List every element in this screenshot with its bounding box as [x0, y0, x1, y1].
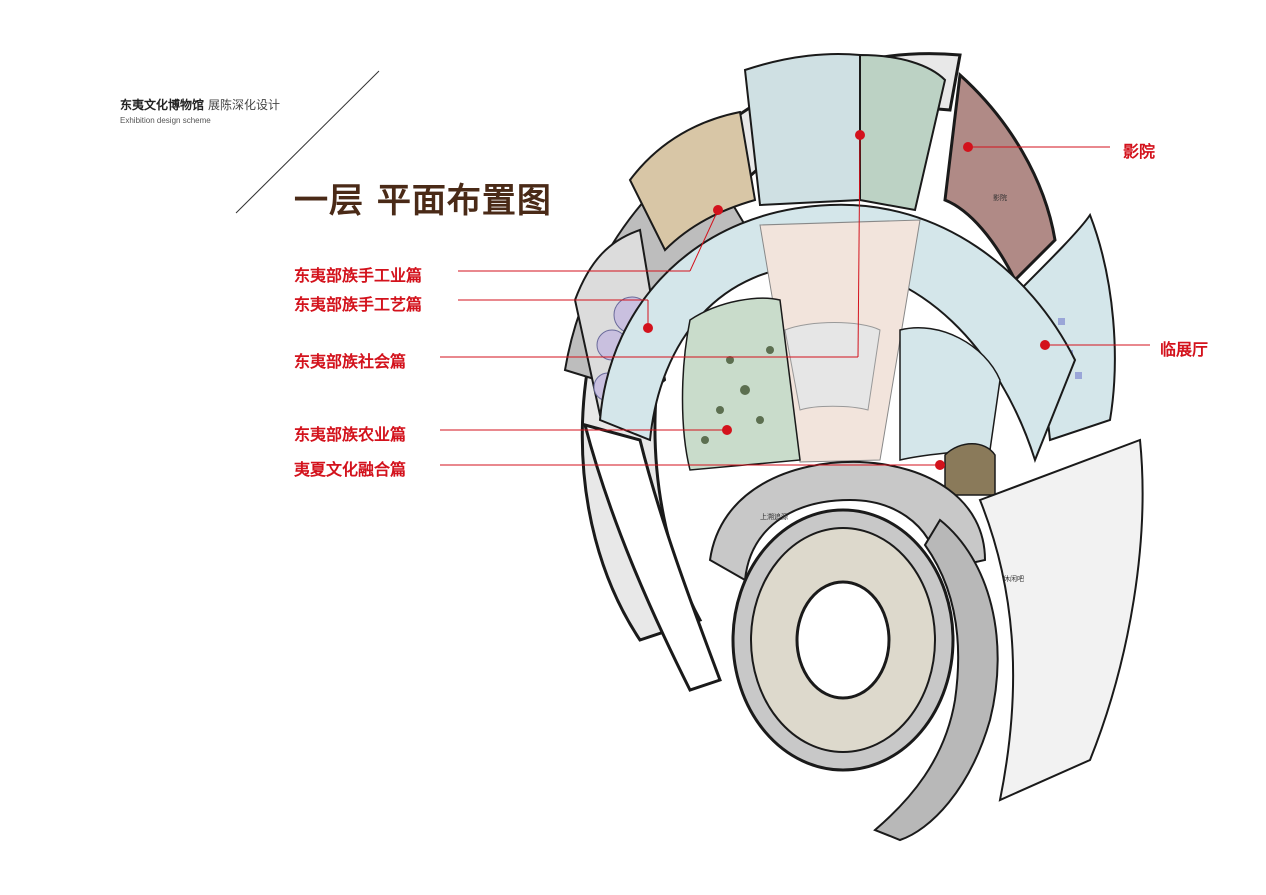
leader-lines [440, 134, 1150, 466]
culture-fusion-room [944, 443, 996, 496]
label-temp-hall: 临展厅 [1160, 340, 1209, 359]
agriculture-garden [681, 297, 801, 471]
label-culture-fusion: 夷夏文化融合篇 [294, 460, 407, 479]
origin-ring [708, 460, 987, 582]
marker-agriculture [722, 425, 732, 435]
cinema-room-label: 影院 [993, 193, 1007, 202]
brand-title-main: 东夷文化博物馆 [120, 98, 205, 112]
marker-culture-fusion [935, 460, 945, 470]
leisure-bar-label: 休闲吧 [1003, 574, 1024, 583]
label-handicraft-art: 东夷部族手工艺篇 [294, 295, 423, 314]
tiered-seating [784, 322, 881, 411]
decorative-diagonal-line [235, 70, 380, 214]
main-corridor-ring [598, 203, 1077, 463]
label-cinema: 影院 [1123, 142, 1156, 161]
garden-trees [701, 346, 774, 444]
brand-title: 东夷文化博物馆展陈深化设计 [120, 96, 280, 113]
label-handicraft-industry: 东夷部族手工业篇 [294, 266, 423, 285]
label-agriculture: 东夷部族农业篇 [294, 425, 407, 444]
marker-society [855, 130, 865, 140]
north-east-room [859, 53, 947, 212]
brand-title-sub: 展陈深化设计 [208, 98, 281, 112]
marker-cinema [963, 142, 973, 152]
cinema-room [943, 71, 1057, 283]
society-room [743, 52, 861, 207]
brand-title-en: Exhibition design scheme [120, 116, 211, 125]
brand-header: 东夷文化博物馆展陈深化设计 Exhibition design scheme [120, 96, 280, 125]
spiral-ramp [873, 518, 999, 842]
label-society: 东夷部族社会篇 [294, 352, 407, 371]
culture-fusion-area [899, 327, 1001, 461]
marker-temp-hall [1040, 340, 1050, 350]
page-title: 一层 平面布置图 [294, 181, 552, 221]
central-atrium [795, 580, 891, 700]
marker-handicraft-art [643, 323, 653, 333]
origin-room-label: 上溯追源 [760, 512, 788, 521]
outer-shell-south-west [582, 422, 722, 692]
marker-dots [643, 130, 1050, 470]
east-service-block [978, 438, 1144, 802]
handicraft-industry-room [628, 110, 757, 252]
marker-handicraft-industry [713, 205, 723, 215]
